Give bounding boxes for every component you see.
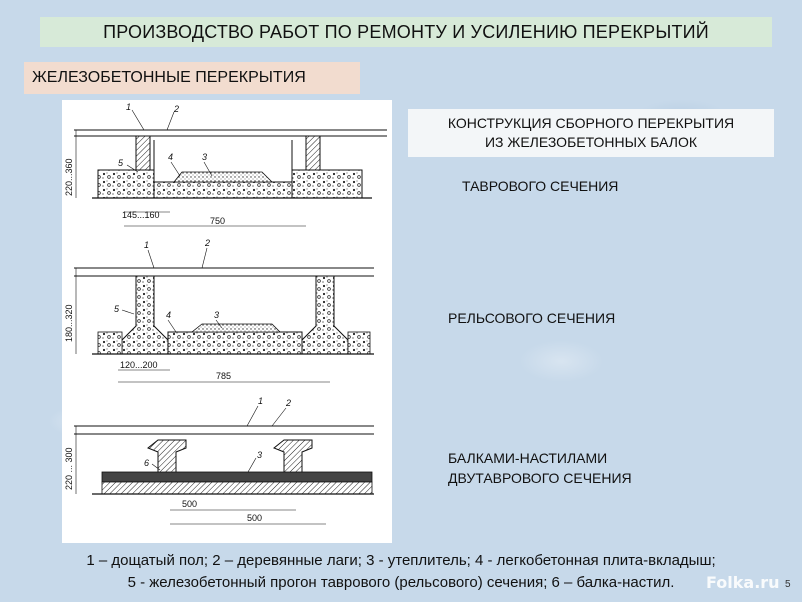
caption-deck: БАЛКАМИ-НАСТИЛАМИ ДВУТАВРОВОГО СЕЧЕНИЯ — [448, 448, 632, 488]
deck-label-2: 2 — [285, 398, 291, 408]
heading-line-1: КОНСТРУКЦИЯ СБОРНОГО ПЕРЕКРЫТИЯ — [447, 115, 735, 131]
caption-deck-line-1: БАЛКАМИ-НАСТИЛАМИ — [448, 450, 608, 466]
deck-label-1: 1 — [258, 396, 263, 406]
tee-section-drawing: 1 2 5 4 3 220...360 145...160 750 — [64, 102, 387, 227]
deck-width-dim-1: 500 — [182, 499, 197, 509]
tee-label-1: 1 — [126, 102, 131, 112]
rail-label-2: 2 — [204, 238, 210, 248]
page-number: 5 — [785, 579, 791, 590]
rail-width-large-dim: 785 — [216, 371, 231, 381]
deck-width-dim-2: 500 — [247, 513, 262, 523]
caption-tee: ТАВРОВОГО СЕЧЕНИЯ — [462, 178, 619, 194]
construction-drawing: 1 2 5 4 3 220...360 145...160 750 — [62, 100, 392, 543]
deck-label-6: 6 — [144, 458, 149, 468]
rail-label-4: 4 — [166, 310, 171, 320]
tee-width-large-dim: 750 — [210, 216, 225, 226]
caption-deck-line-2: ДВУТАВРОВОГО СЕЧЕНИЯ — [448, 470, 632, 486]
tee-width-small-dim: 145...160 — [122, 210, 160, 220]
section-label: ЖЕЛЕЗОБЕТОННЫЕ ПЕРЕКРЫТИЯ — [24, 62, 360, 94]
deck-label-3: 3 — [257, 450, 262, 460]
tee-label-5: 5 — [118, 158, 124, 168]
page-title: ПРОИЗВОДСТВО РАБОТ ПО РЕМОНТУ И УСИЛЕНИЮ… — [40, 17, 772, 47]
rail-width-small-dim: 120...200 — [120, 360, 158, 370]
deck-height-dim: 220 ... 300 — [64, 447, 74, 490]
tee-height-dim: 220...360 — [64, 158, 74, 196]
legend: 1 – дощатый пол; 2 – деревянные лаги; 3 … — [0, 550, 802, 594]
rail-height-dim: 180...320 — [64, 304, 74, 342]
caption-rail: РЕЛЬСОВОГО СЕЧЕНИЯ — [448, 310, 616, 326]
rail-label-3: 3 — [214, 310, 219, 320]
watermark: Folka.ru — [706, 573, 780, 592]
rail-label-5: 5 — [114, 304, 120, 314]
tee-label-2: 2 — [173, 104, 179, 114]
rail-label-1: 1 — [144, 240, 149, 250]
deck-section-drawing: 1 2 6 3 220 ... 300 500 500 — [64, 396, 374, 525]
rail-section-drawing: 1 2 5 4 3 180...320 120...200 785 — [64, 238, 374, 383]
construction-heading: КОНСТРУКЦИЯ СБОРНОГО ПЕРЕКРЫТИЯ ИЗ ЖЕЛЕЗ… — [408, 109, 774, 157]
legend-line-1: 1 – дощатый пол; 2 – деревянные лаги; 3 … — [86, 552, 716, 569]
legend-line-2: 5 - железобетонный прогон таврового (рел… — [127, 574, 675, 591]
tee-label-4: 4 — [168, 152, 173, 162]
heading-line-2: ИЗ ЖЕЛЕЗОБЕТОННЫХ БАЛОК — [484, 134, 698, 150]
tee-label-3: 3 — [202, 152, 207, 162]
